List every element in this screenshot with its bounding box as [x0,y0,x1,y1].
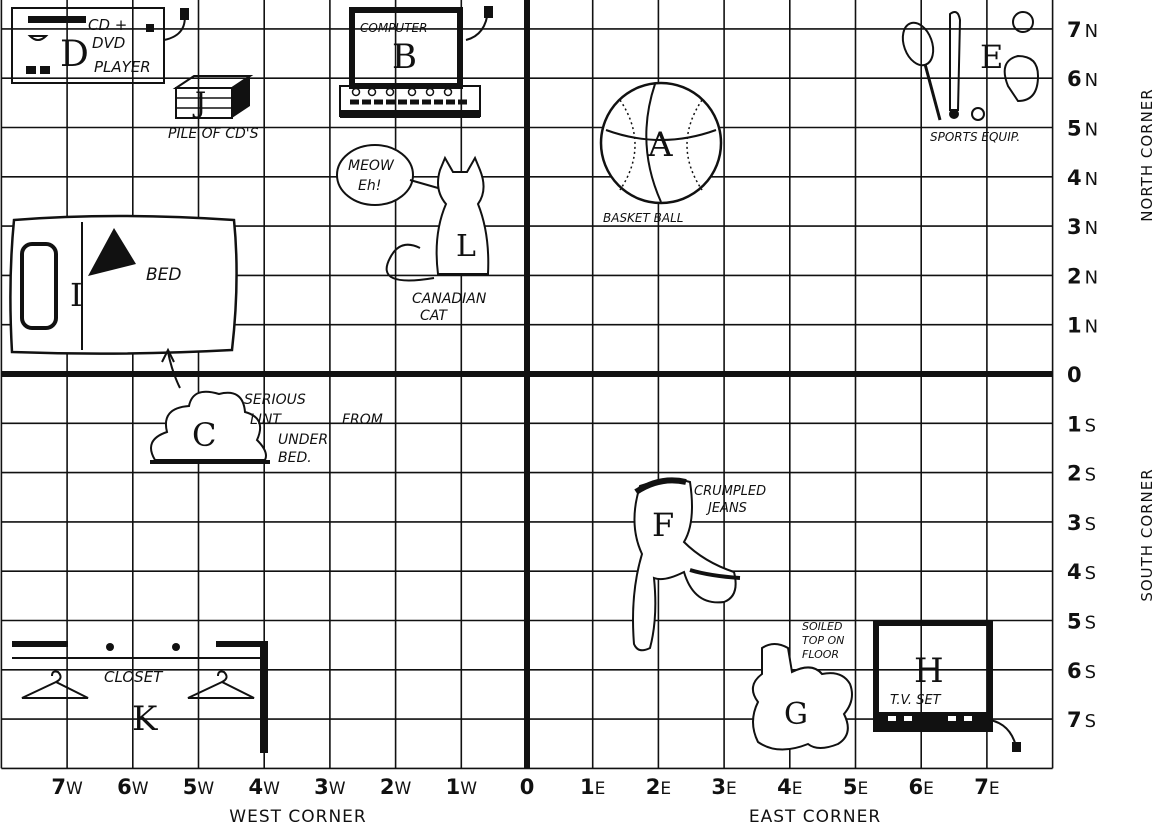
x-tick-label: 3W [314,775,346,799]
item-l-label-line-2: CAT [420,308,448,324]
x-tick-label: 3E [711,775,736,799]
south-corner-label: SOUTH CORNER [1138,468,1156,601]
basketball: A BASKET BALL [601,83,721,225]
item-f-label-line-1: CRUMPLED [694,484,766,499]
item-g-label-line-3: FLOOR [802,648,839,661]
x-tick-label: 7E [974,775,999,799]
x-tick-label: 7W [51,775,83,799]
item-i-letter: I [70,276,83,314]
x-tick-label: 6W [117,775,149,799]
tv-set: H T.V. SET [876,623,1021,752]
x-tick-label: 4W [248,775,280,799]
pile-of-cds: J PILE OF CD'S [168,76,259,142]
x-tick-label: 2E [646,775,671,799]
x-tick-label: 6E [909,775,934,799]
x-tick-label: 2W [380,775,412,799]
item-c-label-line-3: FROM [342,412,383,428]
item-e-letter: E [980,38,1003,76]
item-l-letter: L [456,229,476,264]
bed: I BED [10,216,236,354]
item-l-label-line-1: CANADIAN [412,291,487,307]
cd-dvd-player: D CD + DVD PLAYER [12,8,189,83]
item-a-label: BASKET BALL [603,211,683,225]
item-f-label-line-2: JEANS [705,501,747,516]
item-k-label: CLOSET [104,668,164,686]
item-l-speech-line-2: Eh! [358,178,381,194]
y-tick-label: 0 [1067,363,1082,387]
item-d-label-line-1: CD + [88,16,127,34]
x-tick-label: 1E [580,775,605,799]
item-g-label-line-1: SOILED [802,620,842,633]
item-a-letter: A [647,125,673,165]
item-k-letter: K [132,699,158,739]
item-g-label-line-2: TOP ON [802,634,844,647]
item-c-letter: C [192,416,216,454]
grid [1,0,1052,768]
item-c-label-line-4: UNDER [278,432,328,448]
item-b-letter: B [392,37,417,77]
item-j-letter: J [192,86,206,119]
item-i-label: BED [146,265,182,285]
crumpled-jeans: F CRUMPLED JEANS [633,480,766,651]
item-d-letter: D [60,34,89,75]
item-e-label: SPORTS EQUIP. [930,130,1020,144]
x-tick-label: 5E [843,775,868,799]
north-corner-label: NORTH CORNER [1138,88,1156,221]
item-h-label: T.V. SET [890,693,942,708]
item-f-letter: F [652,506,674,544]
x-tick-label: 5W [183,775,215,799]
west-corner-label: WEST CORNER [229,807,366,827]
east-corner-label: EAST CORNER [749,807,881,827]
item-d-label-line-2: DVD [92,34,125,52]
item-g-letter: G [784,697,808,732]
serious-lint: C SERIOUS LINT FROM UNDER BED. [150,350,383,466]
x-tick-label: 4E [777,775,802,799]
x-axis-tick-labels: 7W 6W 5W 4W 3W 2W 1W 0 1E 2E 3E 4E 5E 6E 7E [51,775,999,799]
item-l-speech-line-1: MEOW [348,158,395,174]
closet: K CLOSET [12,641,268,753]
item-c-label-line-2: LINT [250,412,282,428]
item-c-label-line-5: BED. [278,450,312,466]
computer: B COMPUTER [340,6,493,118]
x-tick-label: 0 [520,775,535,799]
canadian-cat: MEOW Eh! L CANADIAN CAT [337,145,488,324]
soiled-top: G SOILED TOP ON FLOOR [753,620,852,750]
item-b-label: COMPUTER [360,21,427,35]
x-tick-label: 1W [446,775,478,799]
item-h-letter: H [914,651,944,691]
item-d-label-line-3: PLAYER [94,58,151,76]
item-j-label: PILE OF CD'S [168,126,259,142]
item-c-label-line-1: SERIOUS [244,392,306,408]
